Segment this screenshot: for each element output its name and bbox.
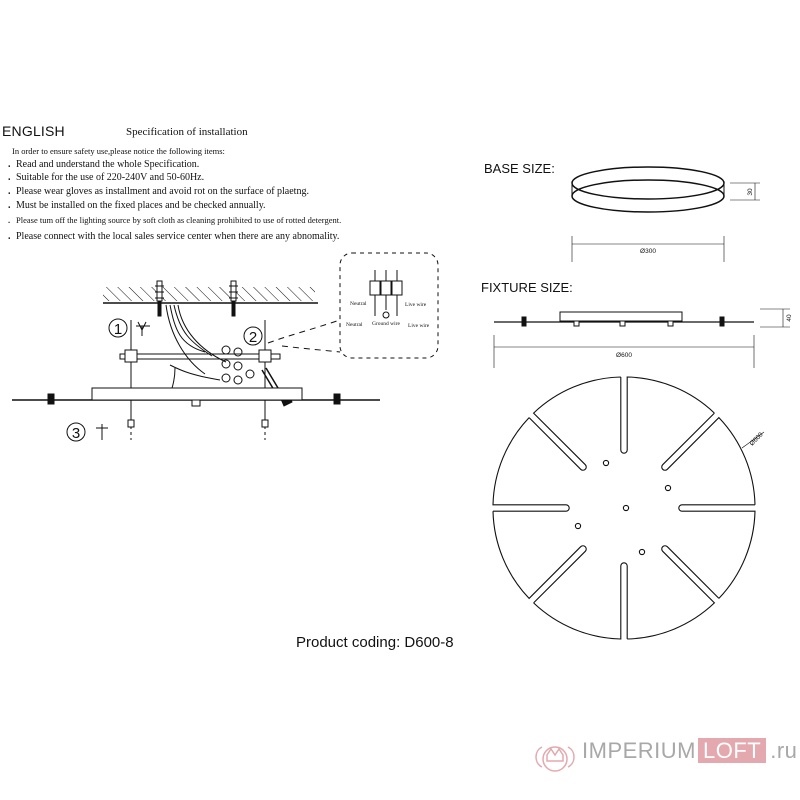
terminal: [221, 345, 231, 355]
fixture-base-box: [91, 387, 303, 401]
wire: [169, 304, 206, 353]
instruction-item: .Must be installed on the fixed places a…: [8, 200, 266, 211]
neutral-label: Neutral: [350, 301, 367, 307]
ceiling-hatch: [103, 287, 315, 301]
watermark-domain: .ru: [770, 738, 798, 763]
screw-right: [229, 280, 238, 317]
product-coding: Product coding: D600-8: [296, 634, 454, 651]
instruction-text: Please tum off the lighting source by so…: [16, 215, 342, 225]
instruction-item: .Please connect with the local sales ser…: [8, 231, 340, 242]
fixture-height-label: 40: [786, 314, 793, 322]
base-height-label: 30: [747, 188, 754, 196]
step-numbers: 1 2 3: [72, 321, 257, 442]
neutral-label: Neutral: [346, 322, 363, 328]
imperium-loft-logo-icon: [535, 746, 575, 772]
anchor-icon: [137, 321, 147, 336]
base-diameter-label: Ø300: [640, 248, 656, 255]
step-3-marker: [66, 422, 86, 442]
specification-title: Specification of installation: [126, 126, 248, 138]
step-2-marker: [243, 326, 263, 346]
watermark-brand: IMPERIUM: [582, 738, 696, 763]
base-size-label: BASE SIZE:: [484, 161, 555, 176]
live-wire-label: Live wire: [408, 323, 430, 329]
clip: [47, 393, 55, 405]
instruction-text: Please connect with the local sales serv…: [16, 231, 340, 242]
step-1-number: 1: [114, 321, 122, 338]
screw-left: [155, 280, 164, 317]
instruction-item: .Read and understand the whole Specifica…: [8, 159, 200, 170]
step-2-number: 2: [249, 329, 257, 346]
screw-icon: [96, 424, 108, 440]
wiring-callout: [339, 252, 439, 359]
language-heading: ENGLISH: [2, 123, 65, 139]
watermark-brand-highlight: LOFT: [698, 738, 767, 763]
intro-text: In order to ensure safety use,please not…: [12, 146, 225, 156]
nut-left: [124, 349, 138, 363]
instruction-item: .Please tum off the lighting source by s…: [8, 215, 342, 225]
instruction-item: .Please wear gloves as installment and a…: [8, 186, 309, 197]
nut-right: [258, 349, 272, 363]
clip: [333, 393, 341, 405]
fixture-top-view: [492, 376, 756, 640]
step-1-marker: [108, 318, 128, 338]
instruction-text: Please wear gloves as installment and av…: [16, 186, 309, 197]
fixture-diameter-label: Ø600: [616, 352, 632, 359]
live-wire-label: Live wire: [405, 302, 427, 308]
instruction-text: Read and understand the whole Specificat…: [16, 159, 200, 170]
fixture-size-label: FIXTURE SIZE:: [481, 280, 573, 295]
installation-diagram: [12, 252, 439, 442]
ground-wire-label: Ground wire: [372, 321, 401, 327]
step-3-number: 3: [72, 425, 80, 442]
mounting-bar: [119, 353, 281, 360]
fixture-screw-holes: [574, 459, 672, 556]
fixture-side-view: [493, 308, 790, 368]
wiring-labels: Neutral Neutral Ground wire Live wire Li…: [346, 301, 430, 329]
instruction-item: .Suitable for the use of 220-240V and 50…: [8, 172, 205, 183]
instruction-text: Must be installed on the fixed places an…: [16, 200, 266, 211]
base-drawing: [571, 166, 760, 262]
instruction-text: Suitable for the use of 220-240V and 50-…: [16, 172, 205, 183]
fixture-outline: [492, 376, 756, 640]
ground-icon: [382, 311, 390, 319]
